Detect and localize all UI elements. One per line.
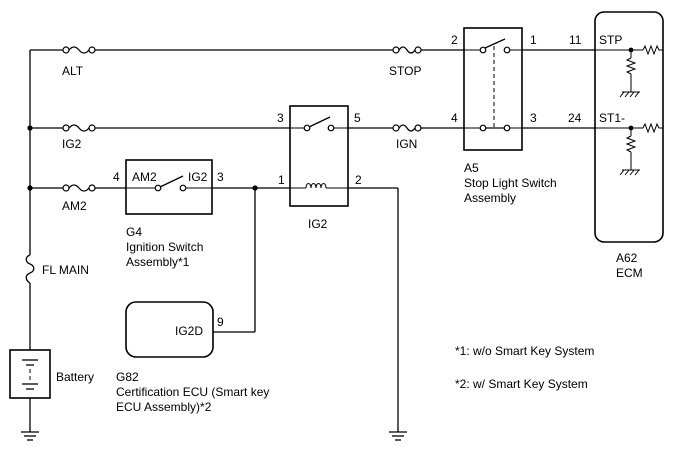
stop-switch-pin-2: 2 xyxy=(451,33,458,47)
ecm-stp-resistor-vertical xyxy=(625,57,637,75)
certification-ecu-term: IG2D xyxy=(175,324,203,338)
alt-fuse-label: ALT xyxy=(62,64,84,78)
stop-light-switch-box xyxy=(463,27,523,151)
ignition-blade xyxy=(159,175,184,188)
am2-fuse-label: AM2 xyxy=(62,199,87,213)
stop-fuse-label: STOP xyxy=(389,64,421,78)
ecm-code: A62 xyxy=(616,251,638,265)
ig2-fuse-label: IG2 xyxy=(62,137,82,151)
fl-main-fuse-symbol xyxy=(25,254,35,284)
ecm-stp-ground-symbol xyxy=(619,91,640,98)
ecm-stp-resistor-horizontal xyxy=(642,44,663,56)
battery-box xyxy=(9,349,51,399)
stop-switch-blade-top xyxy=(484,38,506,49)
certification-ecu-name-2: ECU Assembly)*2 xyxy=(116,400,212,414)
certification-ecu-pin-9: 9 xyxy=(217,315,224,329)
relay-blade xyxy=(308,116,331,128)
fl-main-label: FL MAIN xyxy=(42,263,89,277)
ground-symbol-relay xyxy=(389,431,407,441)
relay-label: IG2 xyxy=(308,217,328,231)
certification-ecu-code: G82 xyxy=(116,370,139,384)
relay-pin-2: 2 xyxy=(355,173,362,187)
ecm-term-st1: ST1- xyxy=(599,111,625,125)
ignition-contact xyxy=(154,184,162,192)
stop-switch-code: A5 xyxy=(464,161,479,175)
ecm-name: ECM xyxy=(616,266,643,280)
ecm-pin-24: 24 xyxy=(568,111,582,125)
ignition-term-am2: AM2 xyxy=(132,170,157,184)
relay-pin-3: 3 xyxy=(277,111,284,125)
certification-ecu-box xyxy=(125,301,214,358)
ign-fuse-label: IGN xyxy=(396,137,417,151)
note-1: *1: w/o Smart Key System xyxy=(455,344,594,358)
certification-ecu-name-1: Certification ECU (Smart key xyxy=(116,385,269,399)
ignition-switch-name-2: Assembly*1 xyxy=(126,255,190,269)
stop-switch-contact xyxy=(479,124,487,132)
ignition-pin-3: 3 xyxy=(217,170,224,184)
ignition-switch-box xyxy=(125,159,213,215)
stop-switch-pin-4: 4 xyxy=(451,111,458,125)
ignition-term-ig2: IG2 xyxy=(188,170,208,184)
ecm-pin-11: 11 xyxy=(569,33,582,47)
ig2-relay-box xyxy=(289,105,349,207)
stop-fuse-symbol xyxy=(392,46,422,54)
relay-contact xyxy=(303,124,311,132)
relay-coil-symbol xyxy=(305,183,327,189)
ign-fuse-symbol xyxy=(392,124,422,132)
ignition-switch-code: G4 xyxy=(126,225,142,239)
ecm-term-stp: STP xyxy=(599,33,622,47)
relay-pin-5: 5 xyxy=(354,111,361,125)
ignition-pin-4: 4 xyxy=(113,170,120,184)
relay-pin-1: 1 xyxy=(278,173,285,187)
ecm-st1-resistor-horizontal xyxy=(642,122,663,134)
ecm-st1-ground-symbol xyxy=(619,169,640,176)
ig2-fuse-symbol xyxy=(62,124,96,132)
stop-switch-contact xyxy=(503,46,511,54)
relay-contact xyxy=(327,124,335,132)
am2-fuse-symbol xyxy=(62,184,96,192)
stop-switch-pin-3: 3 xyxy=(530,111,537,125)
ignition-switch-name-1: Ignition Switch xyxy=(126,240,203,254)
note-2: *2: w/ Smart Key System xyxy=(455,377,588,391)
stop-switch-name-1: Stop Light Switch xyxy=(464,176,557,190)
stop-switch-contact xyxy=(503,124,511,132)
stop-switch-name-2: Assembly xyxy=(464,191,516,205)
alt-fuse-symbol xyxy=(62,46,96,54)
ignition-contact xyxy=(179,184,187,192)
ecm-st1-resistor-vertical xyxy=(625,135,637,153)
stop-switch-contact xyxy=(479,46,487,54)
stop-switch-pin-1: 1 xyxy=(530,33,537,47)
battery-label: Battery xyxy=(56,370,94,384)
ground-symbol-battery xyxy=(21,431,39,441)
